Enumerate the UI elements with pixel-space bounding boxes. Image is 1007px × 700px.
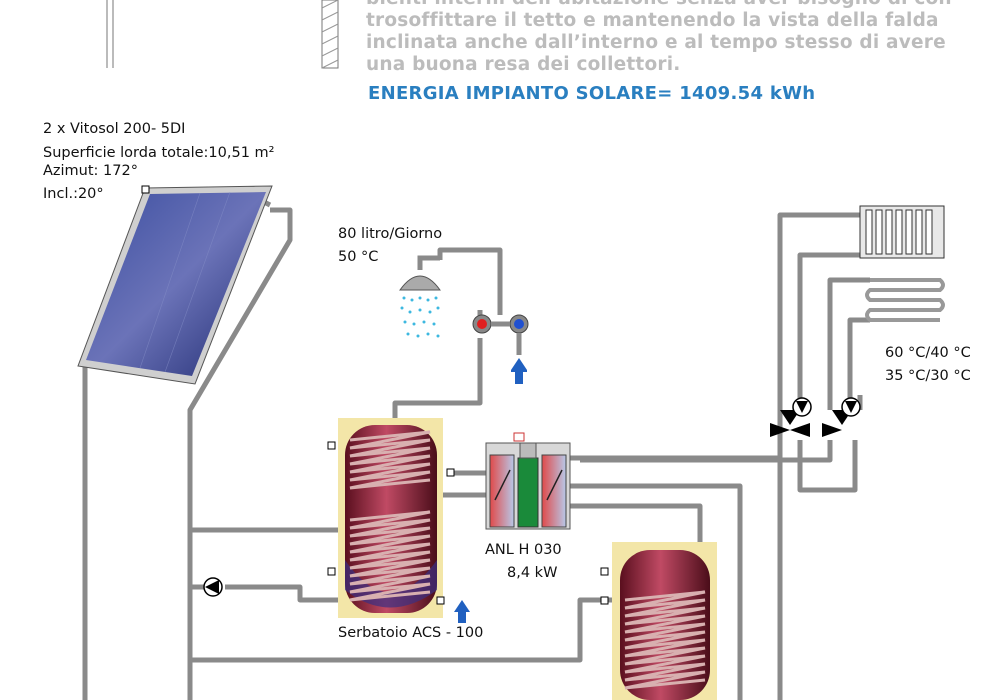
intro-line: bienti interni dell’abitazione senza ave… [366, 0, 986, 10]
radiator-temps: 60 °C/40 °C [885, 345, 971, 361]
intro-line: una buona resa dei collettori. [366, 54, 681, 75]
collector-area: Superficie lorda totale:10,51 m² [43, 145, 275, 161]
building-section [106, 0, 339, 69]
heatpump-power: 8,4 kW [507, 565, 558, 581]
heat-pump [485, 432, 571, 530]
energy-label: ENERGIA IMPIANTO SOLARE= 1409.54 kWh [368, 83, 816, 104]
solar-collector [77, 185, 273, 385]
intro-line: inclinata anche dall’interno e al tempo … [366, 32, 946, 53]
intro-line: trosoffittare il tetto e mantenendo la v… [366, 10, 939, 31]
heating-valves [770, 397, 861, 437]
mixer-valves [472, 314, 529, 355]
floor-heating-coil [865, 278, 945, 322]
collector-model: 2 x Vitosol 200- 5DI [43, 121, 186, 137]
dhw-temp: 50 °C [338, 249, 379, 265]
shower [399, 255, 441, 338]
collector-inclination: Incl.:20° [43, 186, 104, 202]
solar-pump [203, 577, 223, 597]
dhw-flow: 80 litro/Giorno [338, 226, 443, 242]
buffer-tank [600, 542, 717, 700]
heatpump-model: ANL H 030 [485, 542, 562, 558]
pipe-network [82, 197, 870, 700]
intro-paragraph: bienti interni dell’abitazione senza ave… [366, 0, 986, 76]
floor-temps: 35 °C/30 °C [885, 368, 971, 384]
tank-label: Serbatoio ACS - 100 [338, 625, 484, 641]
cold-water-inlet-arrows [454, 358, 527, 623]
collector-azimuth: Azimut: 172° [43, 163, 138, 179]
radiator [859, 205, 945, 259]
dhw-tank [327, 418, 455, 618]
